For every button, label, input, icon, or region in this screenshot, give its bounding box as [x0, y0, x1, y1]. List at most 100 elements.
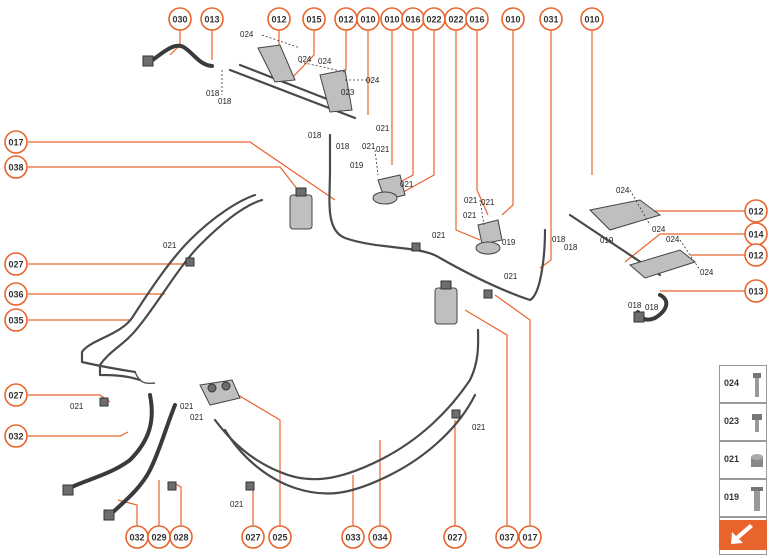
- callout-number: 027: [8, 391, 23, 401]
- callout-022[interactable]: 022: [444, 7, 468, 31]
- label-021: 021: [504, 272, 518, 281]
- callout-circle: [4, 130, 28, 154]
- callout-032[interactable]: 032: [4, 424, 28, 448]
- label-018: 018: [206, 89, 220, 98]
- callout-012[interactable]: 012: [744, 243, 768, 267]
- callout-030[interactable]: 030: [168, 7, 192, 31]
- callout-circle: [356, 7, 380, 31]
- callout-circle: [368, 525, 392, 549]
- callout-017[interactable]: 017: [518, 525, 542, 549]
- callout-010[interactable]: 010: [580, 7, 604, 31]
- callout-038[interactable]: 038: [4, 155, 28, 179]
- callout-036[interactable]: 036: [4, 282, 28, 306]
- callout-034[interactable]: 034: [368, 525, 392, 549]
- legend-item-021[interactable]: 021: [719, 441, 767, 479]
- callout-016[interactable]: 016: [465, 7, 489, 31]
- callout-032[interactable]: 032: [125, 525, 149, 549]
- callout-028[interactable]: 028: [169, 525, 193, 549]
- label-018: 018: [336, 142, 350, 151]
- label-019: 019: [502, 238, 516, 247]
- callout-012[interactable]: 012: [744, 199, 768, 223]
- callout-circle: [267, 7, 291, 31]
- bolt-short-icon: [752, 414, 762, 432]
- callout-010[interactable]: 010: [356, 7, 380, 31]
- bolt-long-icon: [753, 373, 761, 397]
- brake-pipes: [68, 43, 697, 517]
- callout-circle: [169, 525, 193, 549]
- callout-number: 033: [345, 533, 360, 543]
- callout-circle: [495, 525, 519, 549]
- callout-circle: [580, 7, 604, 31]
- label-021: 021: [180, 402, 194, 411]
- fastener-dashes: [221, 34, 701, 271]
- callout-circle: [4, 383, 28, 407]
- callout-029[interactable]: 029: [147, 525, 171, 549]
- callout-012[interactable]: 012: [334, 7, 358, 31]
- label-021: 021: [70, 402, 84, 411]
- label-018: 018: [628, 301, 642, 310]
- label-024: 024: [666, 235, 680, 244]
- callout-number: 027: [447, 533, 462, 543]
- callout-016[interactable]: 016: [401, 7, 425, 31]
- label-021: 021: [163, 241, 177, 250]
- callout-number: 032: [8, 432, 23, 442]
- callout-number: 022: [448, 15, 463, 25]
- legend-item-023[interactable]: 023: [719, 403, 767, 441]
- label-024: 024: [700, 268, 714, 277]
- callout-number: 031: [543, 15, 558, 25]
- callout-014[interactable]: 014: [744, 222, 768, 246]
- callout-number: 022: [426, 15, 441, 25]
- callout-027[interactable]: 027: [4, 383, 28, 407]
- abs-block: [199, 379, 241, 406]
- callout-012[interactable]: 012: [267, 7, 291, 31]
- callout-number: 038: [8, 163, 23, 173]
- label-021: 021: [463, 211, 477, 220]
- label-024: 024: [366, 76, 380, 85]
- callout-027[interactable]: 027: [443, 525, 467, 549]
- callout-027[interactable]: 027: [241, 525, 265, 549]
- callout-number: 012: [748, 251, 763, 261]
- legend-item-019[interactable]: 019: [719, 479, 767, 517]
- callout-number: 016: [469, 15, 484, 25]
- callout-025[interactable]: 025: [268, 525, 292, 549]
- callout-010[interactable]: 010: [380, 7, 404, 31]
- callout-033[interactable]: 033: [341, 525, 365, 549]
- callout-number: 015: [306, 15, 321, 25]
- next-arrow-button[interactable]: [719, 520, 767, 550]
- callout-013[interactable]: 013: [744, 279, 768, 303]
- label-021: 021: [481, 198, 495, 207]
- label-019: 019: [350, 161, 364, 170]
- callout-022[interactable]: 022: [422, 7, 446, 31]
- callout-027[interactable]: 027: [4, 252, 28, 276]
- callout-circle: [744, 243, 768, 267]
- callout-010[interactable]: 010: [501, 7, 525, 31]
- callout-number: 030: [172, 15, 187, 25]
- legend-item-024[interactable]: 024: [719, 365, 767, 403]
- label-018: 018: [308, 131, 322, 140]
- callout-circle: [4, 424, 28, 448]
- callout-number: 016: [405, 15, 420, 25]
- callout-number: 035: [8, 316, 23, 326]
- callout-circle: [744, 279, 768, 303]
- callout-017[interactable]: 017: [4, 130, 28, 154]
- callout-number: 027: [8, 260, 23, 270]
- callout-031[interactable]: 031: [539, 7, 563, 31]
- callout-number: 036: [8, 290, 23, 300]
- callout-circle: [268, 525, 292, 549]
- bolt-flange-icon: [751, 487, 763, 511]
- callout-number: 029: [151, 533, 166, 543]
- label-024: 024: [616, 186, 630, 195]
- callout-number: 017: [8, 138, 23, 148]
- callout-013[interactable]: 013: [200, 7, 224, 31]
- nut-icon: [751, 454, 763, 467]
- callout-035[interactable]: 035: [4, 308, 28, 332]
- callout-circle: [744, 199, 768, 223]
- legend-label: 024: [724, 378, 740, 388]
- callout-015[interactable]: 015: [302, 7, 326, 31]
- leader-lines: [28, 19, 745, 526]
- callout-037[interactable]: 037: [495, 525, 519, 549]
- components: [62, 55, 645, 521]
- label-021: 021: [362, 142, 376, 151]
- callout-number: 012: [271, 15, 286, 25]
- label-021: 021: [230, 500, 244, 509]
